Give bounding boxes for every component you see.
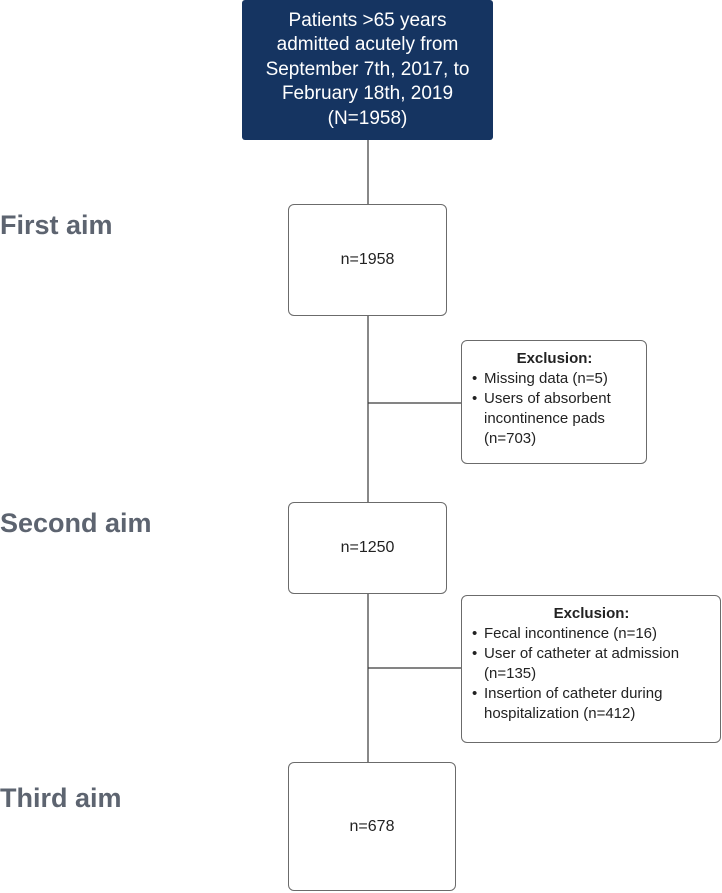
first-aim-count: n=1958	[340, 251, 395, 268]
exclusion-item: User of catheter at admission (n=135)	[471, 644, 712, 684]
first-aim-box: n=1958	[288, 204, 447, 316]
exclusion-box-2: Exclusion: Fecal incontinence (n=16) Use…	[461, 595, 721, 743]
source-population-text: Patients >65 years admitted acutely from…	[265, 9, 470, 129]
second-aim-label: Second aim	[0, 508, 152, 538]
exclusion-title-1: Exclusion:	[516, 350, 593, 367]
exclusion-item: Users of absorbent incontinence pads (n=…	[471, 389, 638, 449]
second-aim-count: n=1250	[340, 539, 395, 556]
exclusion-item: Insertion of catheter during hospitaliza…	[471, 684, 712, 724]
exclusion-box-1: Exclusion: Missing data (n=5) Users of a…	[461, 340, 647, 464]
exclusion-list-2: Fecal incontinence (n=16) User of cathet…	[471, 624, 712, 724]
first-aim-label: First aim	[0, 210, 113, 240]
third-aim-count: n=678	[349, 817, 395, 835]
third-aim-label: Third aim	[0, 783, 122, 813]
exclusion-title-2: Exclusion:	[553, 605, 630, 622]
second-aim-box: n=1250	[288, 502, 447, 594]
third-aim-box: n=678	[288, 762, 456, 891]
exclusion-list-1: Missing data (n=5) Users of absorbent in…	[471, 369, 638, 449]
exclusion-item: Fecal incontinence (n=16)	[471, 624, 712, 644]
source-population-box: Patients >65 years admitted acutely from…	[242, 0, 493, 140]
exclusion-item: Missing data (n=5)	[471, 369, 638, 389]
